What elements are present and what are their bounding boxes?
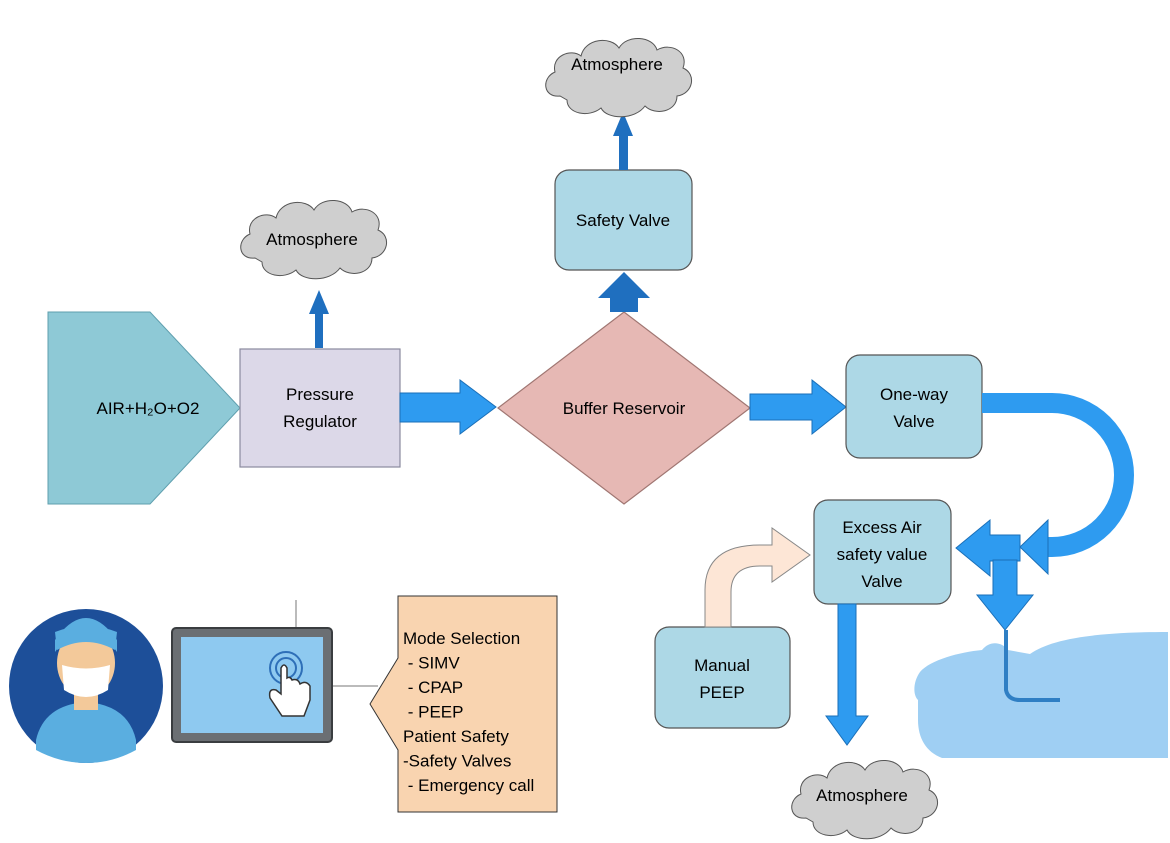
excess-air-label-2: safety value — [837, 545, 928, 564]
excess-air-valve-node: Excess Air safety value Valve — [813, 499, 952, 605]
atmosphere-bottom-label: Atmosphere — [816, 786, 908, 805]
pressure-regulator-node: Pressure Regulator — [239, 348, 401, 468]
regulator-vent-arrow — [309, 290, 329, 348]
mode-menu-item: - SIMV — [403, 654, 460, 673]
pressure-regulator-label-2: Regulator — [283, 412, 357, 431]
doctor-avatar — [9, 609, 163, 763]
to-patient-arrow — [975, 559, 1035, 631]
mode-selection-panel: Mode Selection - SIMV - CPAP - PEEP Patie… — [369, 595, 558, 813]
buffer-reservoir-node: Buffer Reservoir — [497, 311, 751, 505]
regulator-to-reservoir-arrow — [399, 379, 497, 435]
atmosphere-left-label: Atmosphere — [266, 230, 358, 249]
mode-menu-item: Patient Safety — [403, 727, 509, 746]
atmosphere-top-label: Atmosphere — [571, 55, 663, 74]
one-way-valve-label-1: One-way — [880, 385, 949, 404]
patient-head — [914, 630, 1168, 758]
pressure-regulator-label-1: Pressure — [286, 385, 354, 404]
safety-valve-vent-arrow — [613, 112, 633, 170]
source-node: AIR+H₂O+O2 — [47, 311, 241, 505]
excess-air-label-3: Valve — [861, 572, 902, 591]
t-junction — [955, 518, 1035, 631]
excess-air-label-1: Excess Air — [842, 518, 922, 537]
mode-menu-item: - CPAP — [403, 678, 463, 697]
manual-peep-label-1: Manual — [694, 656, 750, 675]
one-way-valve-label-2: Valve — [893, 412, 934, 431]
reservoir-to-oneway-arrow — [749, 378, 847, 436]
tap-hand-icon — [268, 664, 311, 717]
mode-menu-item: - PEEP — [403, 703, 463, 722]
source-label: AIR+H₂O+O2 — [97, 399, 200, 418]
return-tube-head — [1019, 518, 1049, 576]
atmosphere-bottom-cloud: Atmosphere — [791, 760, 938, 840]
one-way-valve-node: One-way Valve — [845, 354, 983, 459]
safety-valve-node: Safety Valve — [554, 169, 693, 271]
manual-peep-label-2: PEEP — [699, 683, 744, 702]
mode-menu-item: - Emergency call — [403, 776, 534, 795]
touch-screen — [171, 600, 378, 743]
mode-menu-item: -Safety Valves — [403, 752, 511, 771]
manual-peep-node: Manual PEEP — [654, 626, 791, 729]
return-tube — [982, 393, 1134, 557]
excess-air-vent-arrow — [825, 603, 869, 746]
atmosphere-top-cloud: Atmosphere — [545, 38, 692, 118]
buffer-reservoir-label: Buffer Reservoir — [563, 399, 686, 418]
mode-menu-item: Mode Selection — [403, 629, 520, 648]
atmosphere-left-cloud: Atmosphere — [240, 200, 387, 280]
manual-peep-arrow — [704, 527, 811, 628]
reservoir-to-safety-valve-arrow — [598, 272, 650, 312]
safety-valve-label: Safety Valve — [576, 211, 670, 230]
